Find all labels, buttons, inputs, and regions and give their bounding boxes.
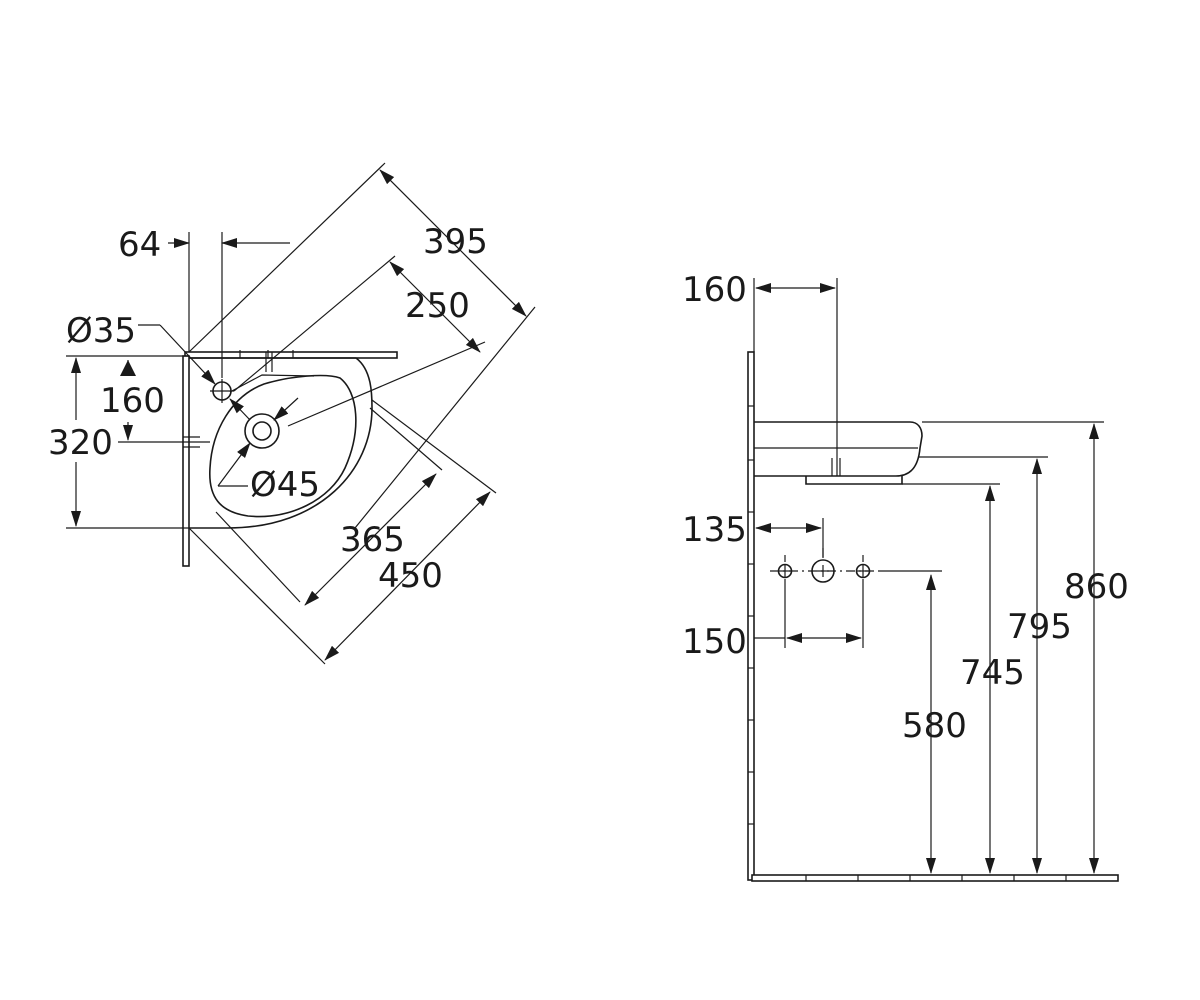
basin-side-profile [754,421,923,477]
dim-450-line [324,491,491,661]
elevation-wall-ticks [748,405,754,825]
dia45-leader [273,397,299,421]
dim-dia35-label: Ø35 [66,311,136,351]
dim-395-label: 395 [423,222,488,262]
dim-150-label: 150 [682,622,747,662]
dim-795-label: 795 [1007,607,1072,647]
plan-wall-top [184,351,398,359]
dim-365-extension [369,407,443,471]
dim-450-extension [371,399,497,494]
dim-365-label: 365 [340,520,405,560]
dim-320-label: 320 [48,423,113,463]
supply-holes [770,548,942,583]
elevation-floor [751,874,1119,882]
dim-160-arrowhead [120,360,136,376]
dim-395-line [379,169,527,317]
waste-outlet-outer [244,413,280,449]
dim-450-label: 450 [378,556,443,596]
dim-250-label: 250 [405,286,470,326]
dim-860-label: 860 [1064,567,1129,607]
supply-hole-left [777,563,793,579]
basin-rim-line [229,374,315,393]
elevation-view: 160 135 150 580 [682,270,1129,882]
dim-160-label: 160 [100,381,165,421]
basin-waste-spigot [805,476,903,485]
dim-395-extension [188,162,386,353]
dim-745-label: 745 [960,653,1025,693]
dia35-leader [229,398,251,421]
dim-250-line [389,261,481,353]
dim-135-label: 135 [682,510,747,550]
dia35-leader [159,324,216,385]
supply-hole-right [855,563,871,579]
basin-bowl [209,374,357,518]
dim-365-extension [215,511,301,603]
waste-outlet-inner [252,421,272,441]
waste-hole [811,559,835,583]
dim-250-extension [287,341,486,427]
dia45-leader [217,442,251,487]
basin-outer-outline [189,357,373,529]
dim-250-extension [233,255,396,392]
plan-view: 64 395 250 Ø35 Ø45 160 320 [48,162,536,665]
dim-580-label: 580 [902,706,967,746]
dim-450-extension [188,527,326,665]
elevation-floor-ticks [805,875,1067,881]
dim-395-extension [354,306,536,529]
dim-dia45-label: Ø45 [250,465,320,505]
plan-wall-left [182,355,190,567]
dim-64-label: 64 [118,225,161,265]
dim-e160-label: 160 [682,270,747,310]
